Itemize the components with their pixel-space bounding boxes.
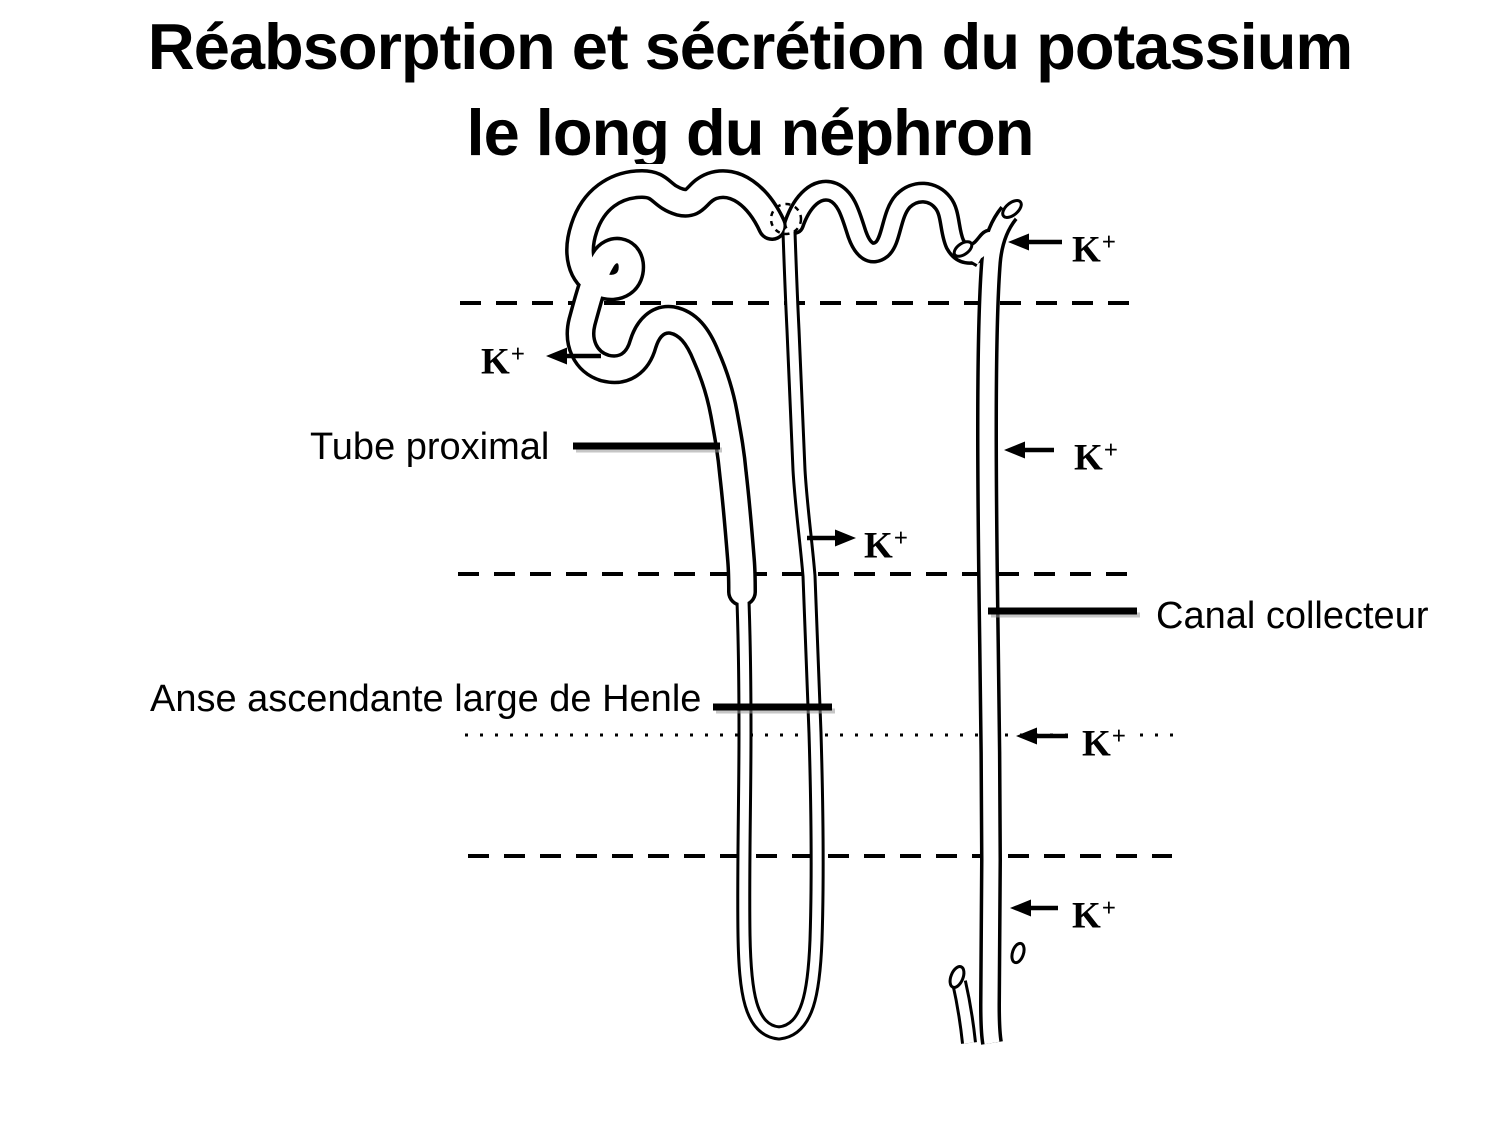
- k-plus-label-collecting-duct-lower: K+: [1072, 887, 1117, 937]
- k-plus-symbol: K: [1072, 229, 1101, 271]
- arrow-reabsorption-ascending-limb: [807, 529, 856, 547]
- k-plus-symbol: K: [1072, 895, 1101, 937]
- k-plus-charge: +: [510, 341, 526, 368]
- k-plus-charge: +: [1101, 229, 1117, 256]
- lower-right-branch-opening: [1010, 941, 1026, 965]
- upper-branch-opening: [952, 240, 974, 258]
- arrow-secretion-collecting-duct-inner-medulla: [1010, 899, 1058, 917]
- k-plus-charge: +: [893, 525, 909, 552]
- k-plus-label-proximal: K+: [481, 333, 526, 383]
- k-plus-symbol: K: [864, 525, 893, 567]
- k-plus-label-collecting-duct-upper: K+: [1074, 429, 1119, 479]
- tube-proximal-label: Tube proximal: [310, 426, 550, 468]
- arrow-reabsorption-proximal: [546, 347, 601, 365]
- k-plus-charge: +: [1111, 723, 1127, 750]
- k-plus-label-distal: K+: [1072, 221, 1117, 271]
- lower-left-branch-opening: [948, 965, 966, 989]
- arrow-secretion-collecting-duct-outer-medulla: [1016, 727, 1068, 745]
- tube-inner-strokes: [568, 172, 1015, 1045]
- page-title: Réabsorption et sécrétion du potassium l…: [0, 4, 1500, 164]
- k-plus-label-collecting-duct-middle: K+: [1078, 715, 1130, 765]
- k-plus-label-ascending-limb: K+: [864, 517, 909, 567]
- k-plus-symbol: K: [481, 341, 510, 383]
- collecting-duct-top-opening: [1001, 199, 1023, 219]
- tube-openings: [948, 199, 1026, 989]
- k-plus-symbol: K: [1074, 437, 1103, 479]
- arrow-secretion-collecting-duct-cortical: [1004, 441, 1054, 459]
- k-plus-charge: +: [1101, 895, 1117, 922]
- label-pointer-lines: [573, 442, 1140, 714]
- canal-collecteur-label: Canal collecteur: [1156, 595, 1429, 637]
- k-plus-charge: +: [1103, 437, 1119, 464]
- potassium-flux-arrows: [546, 233, 1068, 917]
- loop-of-henle-outline: [734, 224, 825, 1041]
- title-line-1: Réabsorption et sécrétion du potassium: [147, 10, 1353, 83]
- macula-densa-dashed-circle: [769, 202, 803, 236]
- title-line-2: le long du néphron: [466, 96, 1035, 164]
- k-plus-symbol: K: [1082, 723, 1111, 765]
- arrow-secretion-distal: [1008, 233, 1062, 251]
- anse-henle-label: Anse ascendante large de Henle: [150, 678, 702, 720]
